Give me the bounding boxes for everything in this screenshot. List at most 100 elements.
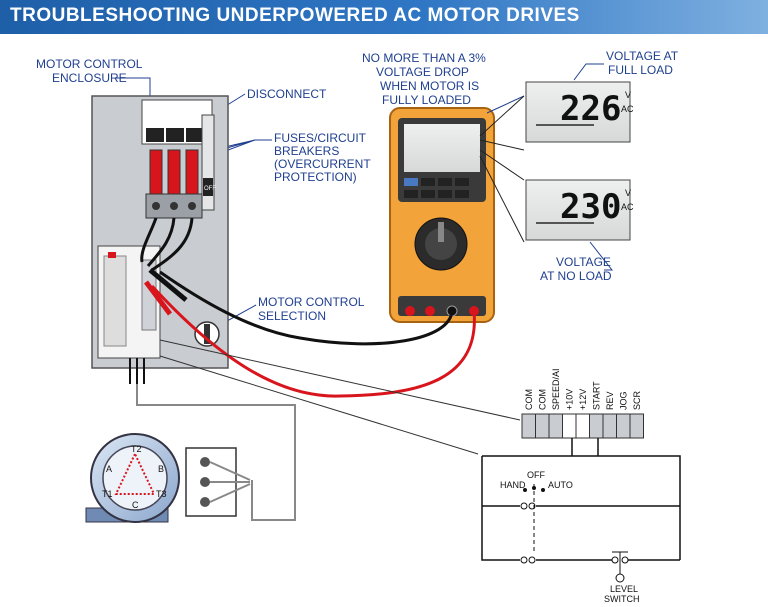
terminal-strip <box>521 413 644 439</box>
jack-a[interactable] <box>405 306 415 316</box>
no-load-display <box>525 179 631 241</box>
terminal-label-9: SCR <box>632 390 642 410</box>
meter-button-3[interactable] <box>438 178 452 186</box>
no-load-reading: 230 <box>560 187 621 227</box>
fuses-label-2: BREAKERS <box>274 144 339 158</box>
terminal-1 <box>521 413 536 439</box>
level-switch-label-1: LEVEL <box>610 584 638 594</box>
off-label: OFF <box>527 470 545 480</box>
off-position-dot <box>532 486 536 490</box>
terminal-t2: T2 <box>131 444 142 454</box>
zoom-line-1 <box>479 95 525 137</box>
drop-label-2: VOLTAGE DROP <box>376 65 469 79</box>
terminal-5 <box>575 413 590 439</box>
winding-c: C <box>132 500 139 510</box>
disconnect-off-text: OFF <box>204 186 216 192</box>
meter-button-8[interactable] <box>455 190 469 198</box>
level-switch-contact-right <box>621 556 629 564</box>
level-switch-label-2: SWITCH <box>604 594 640 604</box>
disconnect-pole-2 <box>166 128 184 142</box>
hand-contact-left <box>520 502 528 510</box>
hand-label: HAND <box>500 480 526 490</box>
terminal-label-6: START <box>591 381 601 410</box>
drop-leader <box>486 95 525 114</box>
meter-button-6[interactable] <box>421 190 435 198</box>
meter-button-4[interactable] <box>455 178 469 186</box>
terminal-6 <box>589 413 604 439</box>
meter-button-5[interactable] <box>404 190 418 198</box>
zoom-line-3 <box>479 149 525 181</box>
selector-knob[interactable] <box>204 324 210 344</box>
no-load-leader <box>589 241 614 271</box>
meter-button-1[interactable] <box>404 178 418 186</box>
no-load-bargraph <box>536 222 594 224</box>
zoom-line-4 <box>479 155 525 243</box>
black-test-lead <box>159 270 454 346</box>
full-load-display <box>525 81 631 143</box>
enclosure-label-2: ENCLOSURE <box>52 71 127 85</box>
no-load-v: V <box>625 188 631 198</box>
fuse-3 <box>185 149 199 195</box>
black-probe <box>148 268 188 302</box>
terminal-label-3: SPEED/AI <box>551 368 561 410</box>
terminal-label-5: +12V <box>578 389 588 410</box>
winding-b: B <box>158 464 164 474</box>
fuses-label-3: (OVERCURRENT <box>274 157 371 171</box>
motor-endbell <box>102 445 168 511</box>
meter-dial-knob[interactable] <box>425 228 457 260</box>
junction-leads <box>209 461 251 503</box>
terminal-t3: T3 <box>156 489 167 499</box>
terminal-label-7: REV <box>605 391 615 410</box>
title-banner: TROUBLESHOOTING UNDERPOWERED AC MOTOR DR… <box>0 0 768 34</box>
fuse-terminal-screw-1 <box>152 202 160 210</box>
fuses-label-4: PROTECTION) <box>274 170 357 184</box>
selection-label-2: SELECTION <box>258 309 326 323</box>
terminal-label-8: JOG <box>618 391 628 410</box>
no-load-label-1: VOLTAGE <box>556 255 611 269</box>
hand-position-dot <box>523 488 527 492</box>
level-switch-float <box>615 573 625 583</box>
full-load-reading: 226 <box>560 89 621 129</box>
terminal-label-2: COM <box>537 389 547 410</box>
jack-ma[interactable] <box>425 306 435 316</box>
control-loop <box>481 456 680 561</box>
terminal-3 <box>548 413 563 439</box>
meter-jack-panel <box>398 296 486 316</box>
motor-conduit <box>136 384 296 521</box>
terminal-t1: T1 <box>102 489 113 499</box>
drop-label-1: NO MORE THAN A 3% <box>362 51 486 65</box>
delta-winding <box>114 451 156 495</box>
drive-label-panel <box>103 255 127 347</box>
disconnect-pole-1 <box>146 128 164 142</box>
selection-label-1: MOTOR CONTROL <box>258 295 365 309</box>
terminal-8 <box>616 413 631 439</box>
terminal-zoom-line-1 <box>159 339 521 421</box>
fuse-terminal-screw-3 <box>188 202 196 210</box>
zoom-line-2 <box>479 139 525 151</box>
full-load-label-1: VOLTAGE AT <box>606 49 679 63</box>
enclosure-leader <box>115 77 151 98</box>
meter-button-2[interactable] <box>421 178 435 186</box>
full-load-label-2: FULL LOAD <box>608 63 673 77</box>
drive-indicator <box>108 252 116 258</box>
fuse-1 <box>149 149 163 195</box>
terminal-zoom-line-2 <box>159 355 479 455</box>
terminal-label-1: COM <box>524 389 534 410</box>
full-load-v: V <box>625 90 631 100</box>
meter-button-7[interactable] <box>438 190 452 198</box>
page-title: TROUBLESHOOTING UNDERPOWERED AC MOTOR DR… <box>10 5 580 26</box>
no-load-label-2: AT NO LOAD <box>540 269 612 283</box>
auto-position-dot <box>541 488 545 492</box>
terminal-2 <box>535 413 550 439</box>
meter-dial-pointer <box>438 222 444 242</box>
junction-lug-1 <box>200 457 210 467</box>
fuse-terminal-screw-2 <box>170 202 178 210</box>
junction-lug-2 <box>200 477 210 487</box>
meter-display <box>404 124 480 172</box>
terminal-9 <box>629 413 644 439</box>
level-switch-contact-left <box>611 556 619 564</box>
enclosure-label: MOTOR CONTROL <box>36 57 143 71</box>
supply-wires <box>140 217 194 272</box>
